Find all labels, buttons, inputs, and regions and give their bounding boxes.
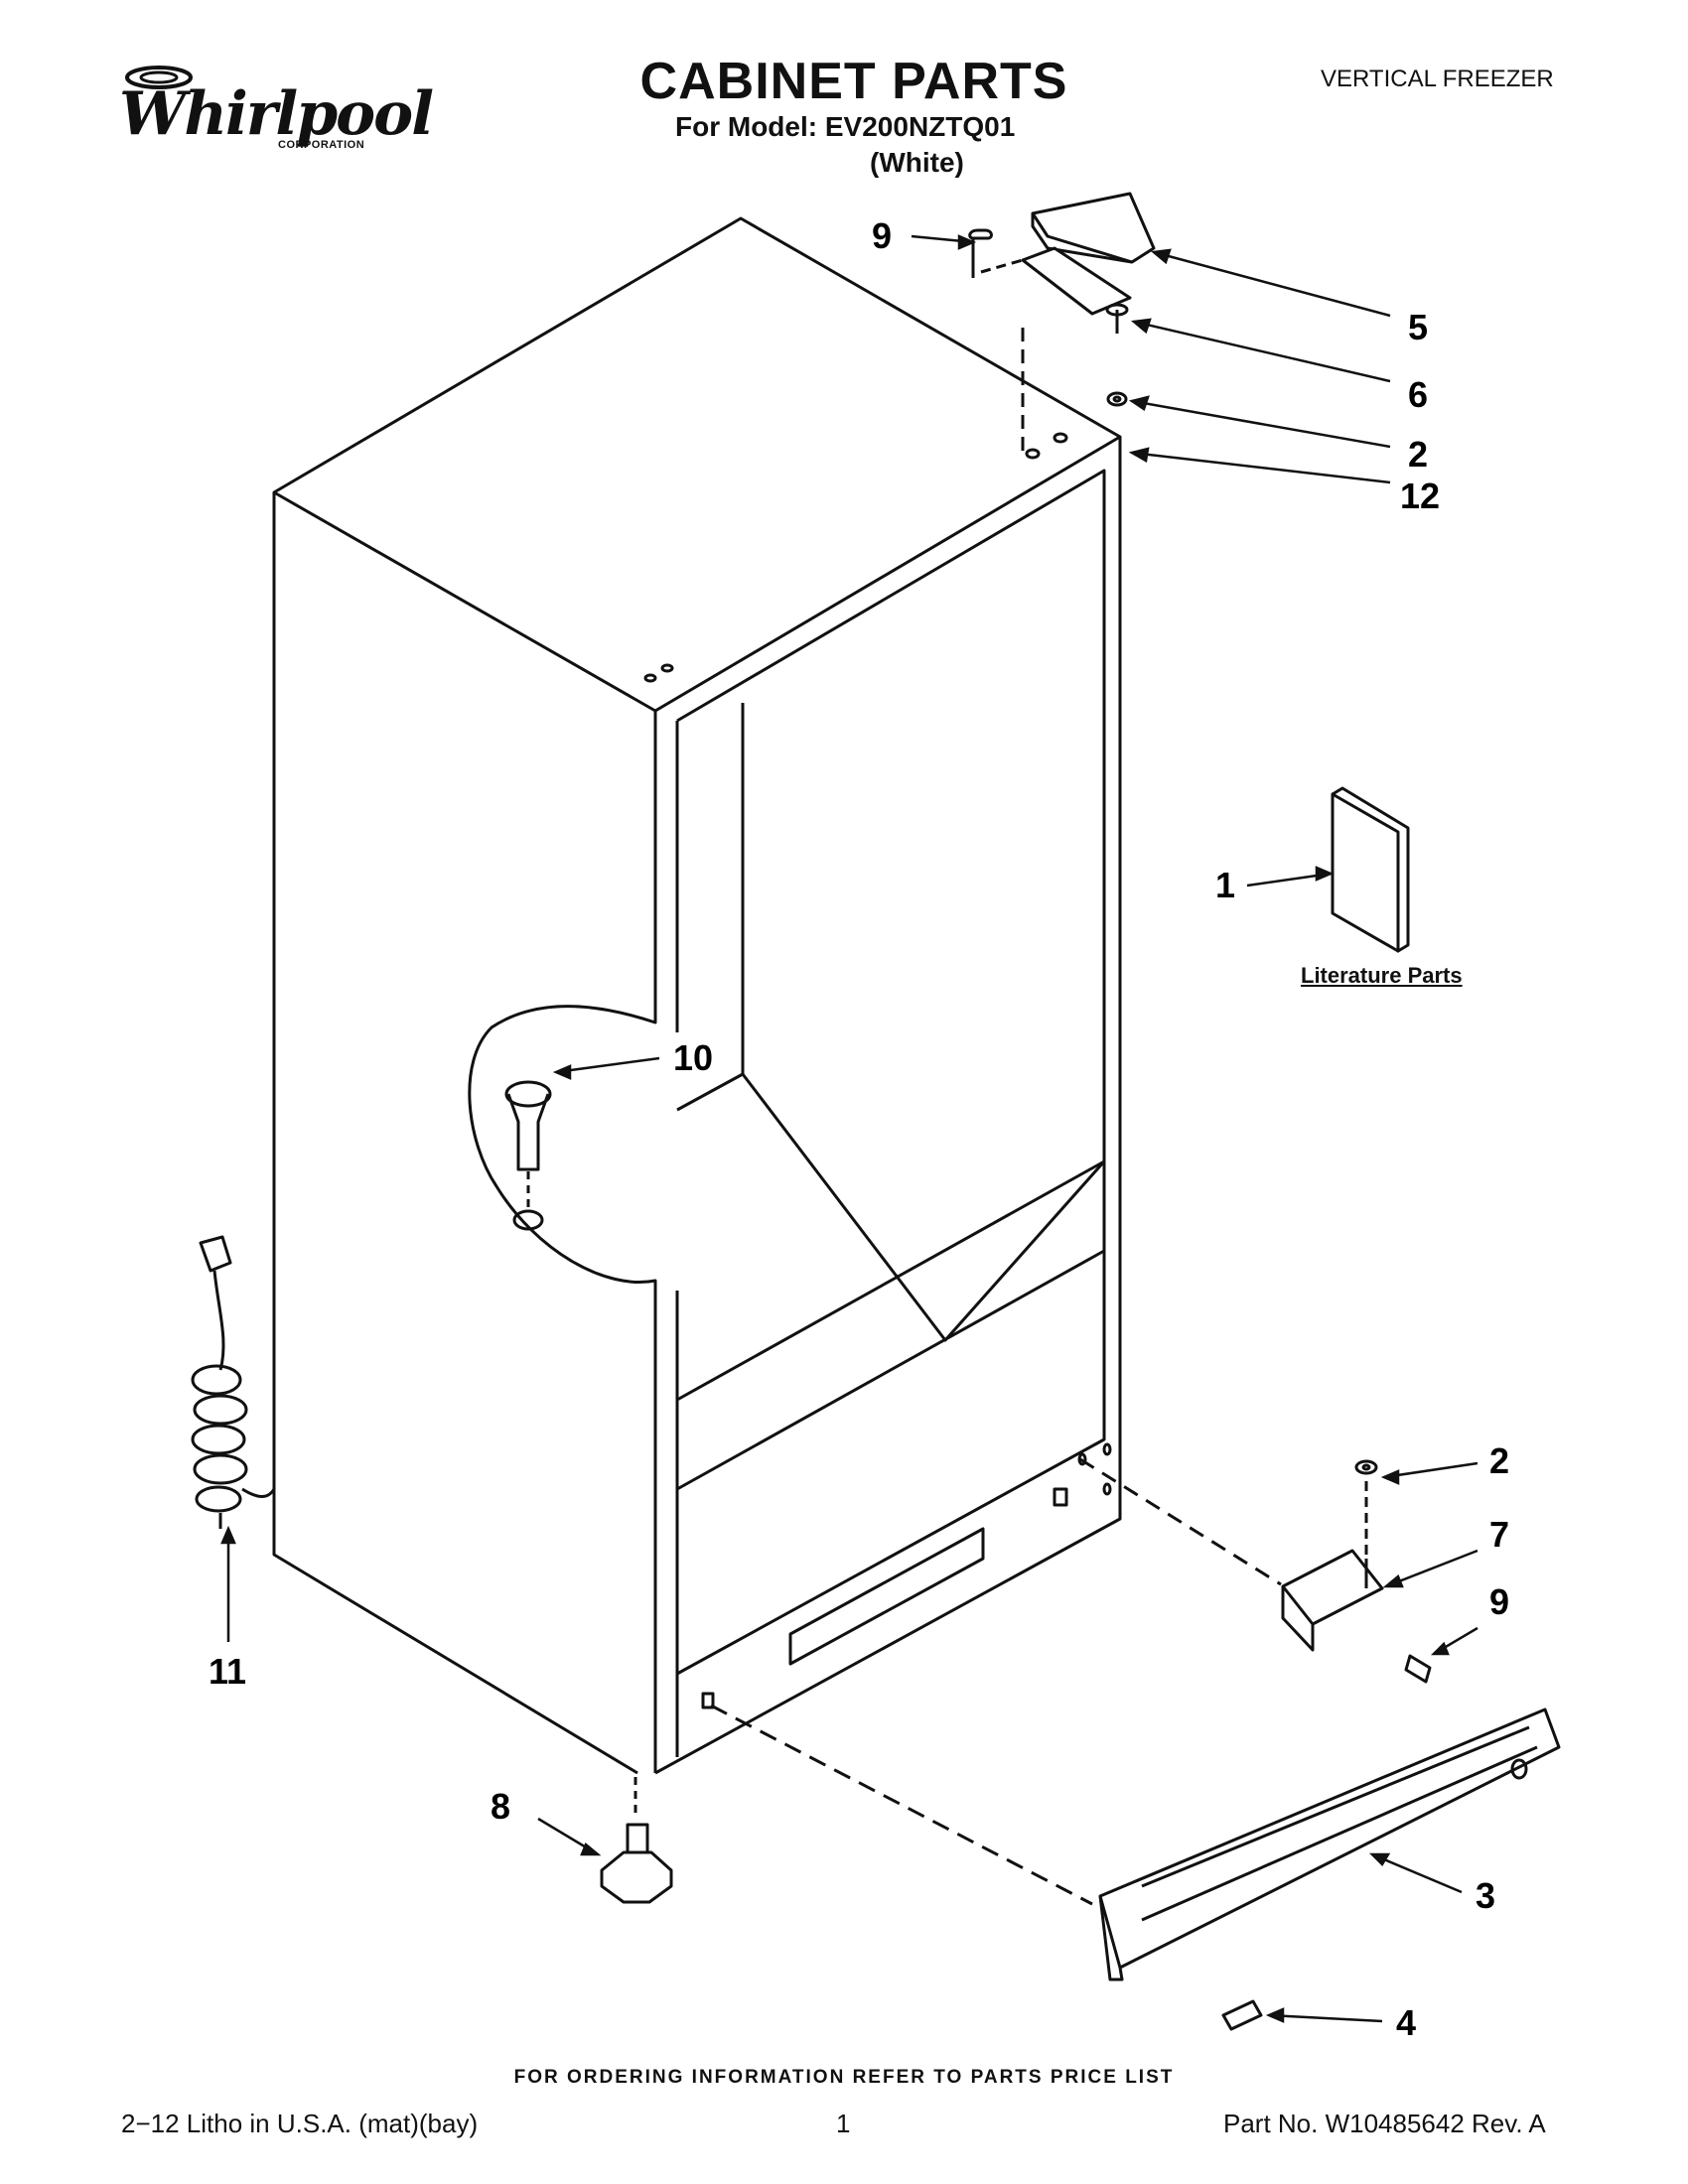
model-line: For Model: EV200NZTQ01 bbox=[675, 111, 1016, 142]
callout-label: 5 bbox=[1408, 307, 1428, 347]
callout-label: 2 bbox=[1408, 434, 1428, 475]
callout-label: 3 bbox=[1476, 1875, 1495, 1916]
callout-label: 11 bbox=[209, 1651, 246, 1692]
callout-label: 10 bbox=[673, 1037, 713, 1078]
callout-label: 6 bbox=[1408, 374, 1428, 415]
base-grille bbox=[710, 1704, 1561, 2031]
literature-parts-label: Literature Parts bbox=[1301, 963, 1463, 988]
whirlpool-logo: Whirlpool CORPORATION bbox=[109, 60, 434, 159]
ordering-note: FOR ORDERING INFORMATION REFER TO PARTS … bbox=[513, 2067, 1175, 2088]
door-stop bbox=[504, 1080, 552, 1211]
callout-label: 12 bbox=[1400, 476, 1440, 516]
literature-book bbox=[1331, 786, 1410, 953]
callout-label: 2 bbox=[1489, 1440, 1509, 1481]
leveling-leg bbox=[600, 1777, 673, 1904]
callout-label: 9 bbox=[872, 215, 892, 256]
callout-labels: 9 5 6 2 12 1 10 11 2 7 9 8 3 4 bbox=[209, 215, 1509, 2043]
page-title: CABINET PARTS bbox=[639, 53, 1068, 110]
brand-name: Whirlpool bbox=[119, 79, 434, 149]
callout-label: 8 bbox=[491, 1786, 510, 1827]
callout-label: 9 bbox=[1489, 1581, 1509, 1622]
product-type: VERTICAL FREEZER bbox=[1321, 66, 1554, 92]
callout-label: 1 bbox=[1215, 865, 1235, 905]
swirl-icon bbox=[125, 66, 193, 89]
callout-label: 7 bbox=[1489, 1514, 1509, 1555]
page-number: 1 bbox=[836, 2109, 851, 2138]
color-line: (White) bbox=[870, 147, 964, 178]
part-number: Part No. W10485642 Rev. A bbox=[1223, 2109, 1546, 2138]
bottom-hinge bbox=[1079, 1457, 1432, 1684]
top-hinge bbox=[968, 192, 1156, 453]
callout-label: 4 bbox=[1396, 2002, 1416, 2043]
cabinet bbox=[272, 216, 1122, 1775]
brand-subtitle: CORPORATION bbox=[278, 139, 365, 151]
power-cord bbox=[191, 1235, 276, 1529]
litho-info: 2−12 Litho in U.S.A. (mat)(bay) bbox=[121, 2109, 479, 2138]
